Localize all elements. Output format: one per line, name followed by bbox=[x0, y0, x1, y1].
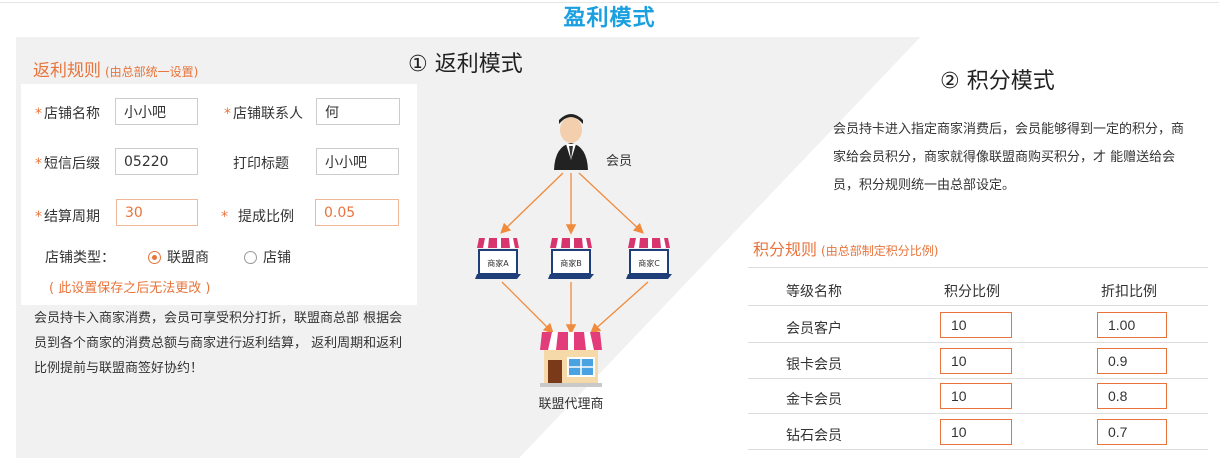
table-row-level-name: 会员客户 bbox=[786, 321, 842, 337]
store-type-option-store[interactable]: 店铺 bbox=[244, 247, 291, 267]
store-label: 商家C bbox=[638, 258, 660, 268]
table-row-level-name: 钻石会员 bbox=[786, 428, 842, 444]
agent-label: 联盟代理商 bbox=[538, 397, 603, 412]
flow-arrow bbox=[500, 172, 564, 234]
member-icon bbox=[554, 114, 588, 170]
radio-unselected-icon[interactable] bbox=[244, 251, 257, 264]
table-divider bbox=[748, 413, 1208, 414]
store-label: 商家B bbox=[560, 258, 582, 268]
rebate-description: 会员持卡入商家消费，会员可享受积分打折，联盟商总部 根据会员到各个商家的消费总额… bbox=[34, 311, 403, 376]
rebate-rules-heading: 返利规则 (由总部统一设置) bbox=[33, 56, 198, 81]
points-ratio-input[interactable] bbox=[940, 419, 1012, 445]
required-mark: * bbox=[35, 106, 42, 122]
page-title: 盈利模式 bbox=[563, 6, 656, 31]
rebate-rules-title: 返利规则 bbox=[33, 61, 101, 81]
print-title-input[interactable] bbox=[316, 148, 399, 175]
sms-suffix-label: *短信后缀 bbox=[35, 153, 100, 173]
store-name-input[interactable] bbox=[115, 98, 198, 125]
contact-label: *店铺联系人 bbox=[224, 103, 303, 123]
print-title-label: 打印标题 bbox=[233, 156, 289, 172]
store-laptop-icon: 商家C bbox=[626, 238, 672, 279]
discount-ratio-input[interactable] bbox=[1097, 419, 1167, 445]
discount-ratio-input[interactable] bbox=[1097, 383, 1167, 409]
ratio-label-text: 提成比例 bbox=[238, 209, 294, 225]
table-header-points: 积分比例 bbox=[944, 284, 1000, 300]
sms-suffix-input[interactable] bbox=[115, 148, 198, 175]
store-label: 商家A bbox=[487, 258, 509, 268]
contact-input[interactable] bbox=[316, 98, 400, 125]
rebate-mode-title: ① 返利模式 bbox=[408, 52, 523, 77]
table-row-level-name: 银卡会员 bbox=[786, 357, 842, 373]
store-name-label: *店铺名称 bbox=[35, 103, 100, 123]
required-mark: * bbox=[224, 106, 231, 122]
contact-label-text: 店铺联系人 bbox=[233, 106, 303, 122]
points-rules-heading: 积分规则(由总部制定积分比例) bbox=[753, 236, 938, 260]
required-mark: * bbox=[35, 209, 42, 225]
points-mode-title: ② 积分模式 bbox=[940, 69, 1055, 94]
points-rules-subtitle: (由总部制定积分比例) bbox=[821, 244, 939, 258]
points-mode-description: 会员持卡进入指定商家消费后，会员能够得到一定的积分，商家给会员积分，商家就得像联… bbox=[833, 122, 1185, 193]
rebate-flow-diagram: 会员 商家A 商家B 商家C 联盟代理商 bbox=[475, 114, 672, 412]
top-divider bbox=[0, 2, 1219, 3]
table-divider bbox=[748, 449, 1208, 450]
points-ratio-input[interactable] bbox=[940, 383, 1012, 409]
points-ratio-input[interactable] bbox=[940, 312, 1012, 338]
flow-arrow bbox=[590, 281, 649, 334]
points-rules-title: 积分规则 bbox=[753, 240, 818, 259]
agent-store-icon bbox=[540, 332, 602, 387]
required-mark: * bbox=[221, 209, 228, 225]
table-divider bbox=[748, 267, 1208, 268]
cycle-label-text: 结算周期 bbox=[44, 209, 100, 225]
store-type-label: 店铺类型： bbox=[45, 250, 115, 266]
required-mark: * bbox=[35, 156, 42, 172]
table-row-level-name: 金卡会员 bbox=[786, 392, 842, 408]
rebate-note: ( 此设置保存之后无法更改 ) bbox=[49, 281, 211, 296]
store-laptop-icon: 商家B bbox=[548, 238, 594, 279]
store-type-option-label: 联盟商 bbox=[167, 250, 209, 266]
store-type-option-label: 店铺 bbox=[263, 250, 291, 266]
flow-arrow bbox=[578, 172, 644, 234]
points-ratio-input[interactable] bbox=[940, 348, 1012, 374]
member-label: 会员 bbox=[606, 154, 632, 169]
radio-selected-icon[interactable] bbox=[148, 251, 161, 264]
table-divider bbox=[748, 305, 1208, 306]
table-header-level: 等级名称 bbox=[786, 284, 842, 300]
discount-ratio-input[interactable] bbox=[1097, 348, 1167, 374]
store-laptop-icon: 商家A bbox=[475, 238, 521, 279]
cycle-label: *结算周期 bbox=[35, 206, 100, 226]
ratio-input[interactable] bbox=[315, 199, 399, 226]
rebate-rules-subtitle: (由总部统一设置) bbox=[105, 65, 199, 79]
ratio-label: * 提成比例 bbox=[221, 206, 294, 226]
table-divider bbox=[748, 342, 1208, 343]
table-header-discount: 折扣比例 bbox=[1101, 284, 1157, 300]
table-divider bbox=[748, 378, 1208, 379]
store-name-label-text: 店铺名称 bbox=[44, 106, 100, 122]
flow-arrow bbox=[501, 281, 554, 334]
sms-suffix-label-text: 短信后缀 bbox=[44, 156, 100, 172]
discount-ratio-input[interactable] bbox=[1097, 312, 1167, 338]
cycle-input[interactable] bbox=[116, 199, 198, 226]
store-type-option-alliance[interactable]: 联盟商 bbox=[148, 247, 209, 267]
